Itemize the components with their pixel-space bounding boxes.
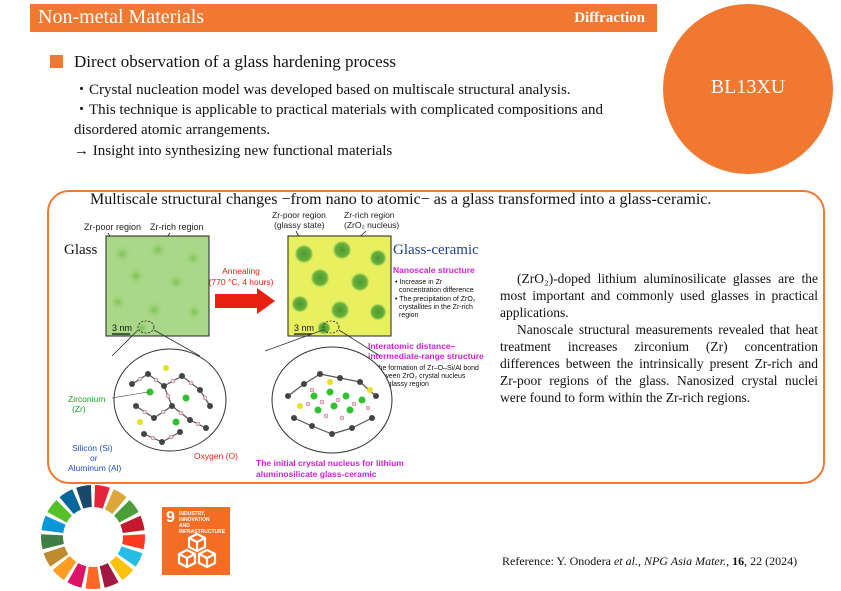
zr-poor-label-2: Zr-poor region	[272, 210, 326, 220]
sdg-wheel-segment	[114, 500, 139, 523]
ref-suffix: , 22 (2024)	[744, 554, 798, 568]
figure-frame	[47, 190, 825, 484]
or-label: or	[90, 453, 98, 463]
point-2-cont: disordered atomic arrangements.	[74, 122, 271, 138]
sdg9-title-1: INDUSTRY, INNOVATION	[179, 511, 210, 523]
sdg-wheel-segment	[43, 546, 69, 567]
technique-tag: Diffraction	[574, 10, 645, 26]
ref-volume: 16	[732, 554, 745, 568]
interatomic-item-1a: • The formation of Zr–O–Si/Al bond	[370, 365, 479, 372]
glassy-state-label: (glassy state)	[274, 220, 325, 230]
nucleus-caption-2: aluminosilicate glass-ceramic	[256, 469, 377, 479]
nucleus-label: (ZrO₂ nucleus)	[344, 220, 399, 230]
sdg-wheel-segment	[109, 556, 134, 581]
sdg9-number: 9	[166, 509, 175, 526]
sdg-wheel-segment	[76, 485, 92, 509]
sdg-wheel-segment	[52, 556, 77, 581]
figure-title: Multiscale structural changes −from nano…	[90, 191, 712, 208]
sdg-wheel-segment	[117, 546, 143, 567]
sdg-wheel-segment	[59, 489, 82, 515]
sdg9-title-2: AND INFRASTRUCTURE	[179, 523, 226, 535]
glass-ceramic-label: Glass-ceramic	[393, 242, 479, 258]
zr-rich-label: Zr-rich region	[150, 222, 204, 232]
sdg-wheel-icon	[41, 485, 145, 589]
header-bar: Non-metal Materials Diffraction	[30, 4, 657, 32]
ref-journal: NPG Asia Mater.	[643, 554, 727, 568]
glass-transformation-figure: Glass Zr-poor region Zr-rich region 3 nm…	[64, 210, 484, 479]
interatomic-title-1: Interatomic distance–	[368, 341, 456, 351]
description-paragraph-2: Nanoscale structural measurements reveal…	[500, 322, 818, 405]
zirconium-label: Zirconium	[68, 394, 105, 404]
point-1: ・Crystal nucleation model was developed …	[74, 82, 571, 98]
point-2: ・This technique is applicable to practic…	[74, 102, 604, 118]
glass-label: Glass	[64, 242, 97, 258]
nucleus-caption-1: The initial crystal nucleus for lithium	[256, 458, 404, 468]
scale-bar-label-2: 3 nm	[294, 323, 314, 333]
ref-etal: et al.	[613, 554, 638, 568]
nanoscale-title: Nanoscale structure	[393, 265, 475, 275]
beamline-badge: BL13XU	[663, 4, 833, 174]
glass-atomic-structure	[113, 348, 227, 452]
sdg-wheel-segment	[94, 485, 110, 509]
annealing-label: Annealing	[222, 266, 260, 276]
scale-bar-label: 3 nm	[112, 323, 132, 333]
sdg-wheel-segment	[47, 500, 72, 523]
category-title: Non-metal Materials	[38, 6, 205, 28]
description-paragraph-1: (ZrO₂)-doped lithium aluminosilicate gla…	[500, 271, 818, 320]
sdg-wheel-segment	[122, 534, 145, 550]
ref-prefix: Reference: Y. Onodera	[502, 554, 614, 568]
sdg-wheel-segment	[67, 563, 87, 588]
point-3: → Insight into synthesizing new function…	[74, 143, 393, 159]
sdg-wheel-segment	[41, 534, 64, 550]
annealing-condition: (770 °C, 4 hours)	[209, 277, 274, 287]
nanoscale-item-2c: region	[399, 312, 419, 319]
interatomic-item-1b: between ZrO₂ crystal nucleus	[374, 373, 466, 380]
section-title: Direct observation of a glass hardening …	[74, 52, 396, 71]
sdg-wheel-segment	[104, 489, 127, 515]
silicon-label: Silicon (Si)	[72, 443, 113, 453]
bullet-square-icon	[50, 55, 63, 68]
zr-poor-label: Zr-poor region	[84, 222, 141, 232]
nanoscale-item-1b: concentration difference	[399, 287, 474, 294]
annealing-arrow-icon	[215, 288, 275, 314]
interatomic-title-2: intermediate-range structure	[368, 351, 484, 361]
description-text: (ZrO₂)-doped lithium aluminosilicate gla…	[500, 270, 818, 406]
nanoscale-item-1a: • Increase in Zr	[395, 279, 443, 286]
beamline-label: BL13XU	[710, 76, 786, 98]
oxygen-label: Oxygen (O)	[194, 451, 238, 461]
interatomic-item-1c: and glassy region	[374, 381, 429, 388]
sdg-wheel-segment	[120, 515, 145, 534]
glass-ceramic-atomic-structure	[271, 346, 393, 454]
aluminum-label: Aluminum (Al)	[68, 463, 122, 473]
sdg-wheel-segment	[85, 566, 101, 589]
nanoscale-item-2a: • The precipitation of ZrO₂	[395, 296, 476, 303]
cubes-icon	[177, 532, 217, 569]
reference-citation: Reference: Y. Onodera et al., NPG Asia M…	[502, 554, 798, 568]
zr-symbol-label: (Zr)	[72, 404, 86, 414]
sdg9-icon: 9 INDUSTRY, INNOVATION AND INFRASTRUCTUR…	[162, 507, 230, 575]
sdg-wheel-segment	[41, 515, 66, 534]
nanoscale-item-2b: crystallites in the Zr-rich	[399, 304, 473, 311]
sdg-wheel-segment	[99, 563, 119, 588]
zr-rich-label-2: Zr-rich region	[344, 210, 395, 220]
